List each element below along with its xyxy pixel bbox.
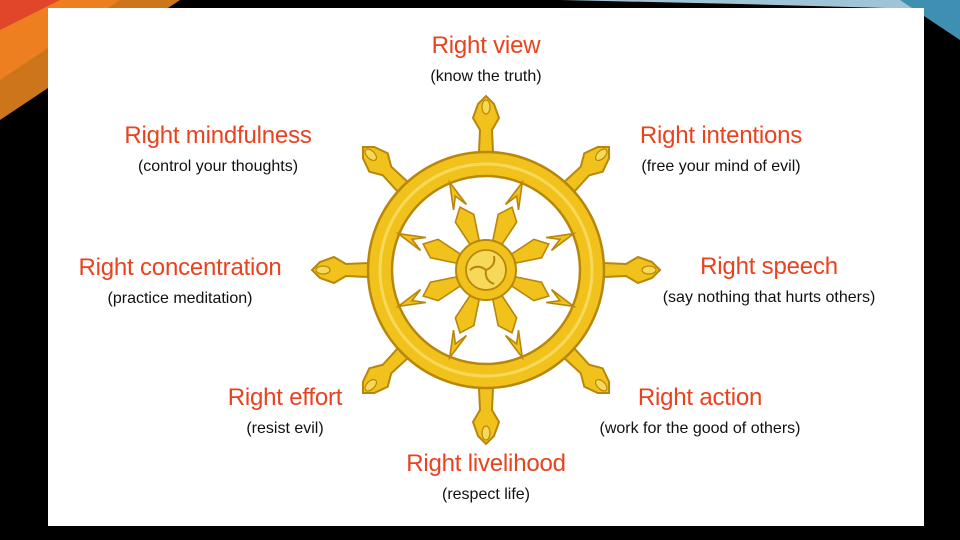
path-title: Right livelihood [406, 450, 566, 477]
label-right-effort: Right effort (resist evil) [200, 384, 370, 439]
path-subtitle: (respect life) [441, 486, 531, 503]
label-right-action: Right action (work for the good of other… [568, 384, 832, 439]
path-subtitle: (resist evil) [246, 420, 324, 437]
path-subtitle: (free your mind of evil) [641, 158, 801, 175]
path-subtitle: (practice meditation) [107, 290, 253, 307]
path-subtitle: (work for the good of others) [599, 420, 801, 437]
path-title: Right action [637, 384, 763, 411]
path-subtitle: (control your thoughts) [137, 158, 299, 175]
label-right-livelihood: Right livelihood (respect life) [376, 450, 596, 505]
dharma-wheel-icon [310, 94, 662, 446]
label-right-concentration: Right concentration (practice meditation… [50, 254, 310, 309]
path-title: Right speech [700, 253, 838, 280]
path-subtitle: (say nothing that hurts others) [662, 289, 876, 306]
label-right-intentions: Right intentions (free your mind of evil… [616, 122, 826, 177]
path-title: Right intentions [639, 122, 803, 149]
label-right-mindfulness: Right mindfulness (control your thoughts… [106, 122, 330, 177]
path-title: Right mindfulness [124, 122, 312, 149]
label-right-speech: Right speech (say nothing that hurts oth… [632, 253, 906, 308]
path-title: Right view [431, 32, 541, 59]
content-panel: Right view (know the truth) Right intent… [48, 8, 924, 526]
label-right-view: Right view (know the truth) [386, 32, 586, 87]
path-subtitle: (know the truth) [430, 68, 542, 85]
path-title: Right concentration [78, 254, 282, 281]
path-title: Right effort [227, 384, 343, 411]
